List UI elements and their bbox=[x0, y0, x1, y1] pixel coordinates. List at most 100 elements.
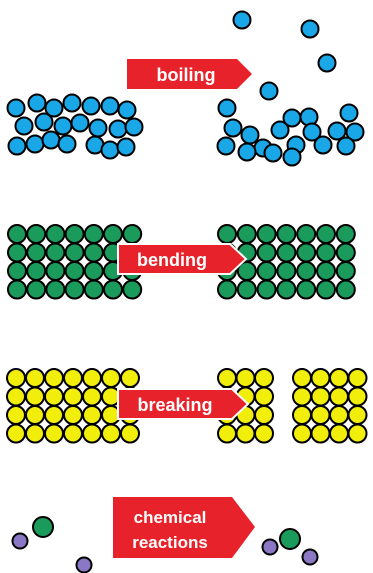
solid-particle bbox=[104, 225, 122, 243]
chemical-reactions-arrow: chemical reactions bbox=[113, 497, 255, 558]
liquid-particle bbox=[55, 118, 72, 135]
broken-piece-particle bbox=[293, 388, 311, 406]
liquid-particle bbox=[36, 114, 53, 131]
solid-particle bbox=[85, 244, 103, 262]
gas-particle bbox=[265, 145, 282, 162]
solid-particle bbox=[27, 262, 45, 280]
solid-particle bbox=[8, 225, 26, 243]
bent-solid-particle bbox=[277, 225, 295, 243]
gas-particle bbox=[261, 83, 278, 100]
solid-particle bbox=[85, 225, 103, 243]
bent-solid-particle bbox=[258, 244, 276, 262]
broken-piece-particle bbox=[330, 425, 348, 443]
bent-solid-particle bbox=[238, 225, 256, 243]
liquid-particle bbox=[59, 136, 76, 153]
bent-solid-particle bbox=[337, 262, 355, 280]
liquid-particle bbox=[102, 142, 119, 159]
liquid-particle bbox=[64, 95, 81, 112]
broken-piece-particle bbox=[349, 369, 367, 387]
liquid-particle bbox=[9, 138, 26, 155]
liquid-particle bbox=[16, 118, 33, 135]
solid-particle bbox=[83, 369, 101, 387]
solid-particle bbox=[83, 425, 101, 443]
broken-piece-particle bbox=[237, 369, 255, 387]
bent-solid-particle bbox=[277, 281, 295, 299]
broken-piece-particle bbox=[255, 425, 273, 443]
reactions-label: reactions bbox=[132, 533, 208, 552]
solid-particle bbox=[45, 406, 63, 424]
solid-particle bbox=[104, 281, 122, 299]
gas-particle bbox=[301, 109, 318, 126]
gas-particle bbox=[329, 123, 346, 140]
solid-particle bbox=[64, 425, 82, 443]
broken-piece-particle bbox=[349, 406, 367, 424]
bent-solid-particle bbox=[297, 262, 315, 280]
bent-solid-particle bbox=[337, 281, 355, 299]
bent-solid-particle bbox=[297, 281, 315, 299]
bent-solid-particle bbox=[337, 225, 355, 243]
broken-piece-particle bbox=[330, 406, 348, 424]
broken-piece-particle bbox=[293, 406, 311, 424]
gas-particle bbox=[219, 100, 236, 117]
solid-particle bbox=[66, 281, 84, 299]
liquid-particle bbox=[8, 100, 25, 117]
solid-particle bbox=[64, 406, 82, 424]
liquid-particle bbox=[27, 136, 44, 153]
broken-piece-particle bbox=[330, 369, 348, 387]
solid-particle bbox=[83, 406, 101, 424]
bent-solid-particle bbox=[277, 262, 295, 280]
purple-particle bbox=[77, 558, 92, 573]
solid-particle bbox=[26, 406, 44, 424]
broken-piece-particle bbox=[255, 406, 273, 424]
bent-solid-particle bbox=[258, 225, 276, 243]
gas-particle bbox=[319, 55, 336, 72]
solid-particle bbox=[123, 281, 141, 299]
bent-solid-particle bbox=[297, 225, 315, 243]
liquid-particle bbox=[119, 102, 136, 119]
solid-particle bbox=[46, 225, 64, 243]
liquid-particle bbox=[90, 120, 107, 137]
liquid-particle bbox=[83, 98, 100, 115]
solid-particle bbox=[46, 281, 64, 299]
broken-piece-particle bbox=[312, 369, 330, 387]
purple-particle bbox=[303, 550, 318, 565]
solid-particle bbox=[45, 425, 63, 443]
gas-particle bbox=[338, 138, 355, 155]
broken-piece-particle bbox=[255, 369, 273, 387]
boiling-arrow: boiling bbox=[127, 59, 252, 89]
liquid-particle bbox=[126, 119, 143, 136]
solid-particle bbox=[26, 425, 44, 443]
solid-particle bbox=[46, 262, 64, 280]
broken-piece-particle bbox=[255, 388, 273, 406]
broken-piece-particle bbox=[237, 425, 255, 443]
solid-particle bbox=[66, 225, 84, 243]
solid-particle bbox=[8, 244, 26, 262]
solid-particle bbox=[66, 262, 84, 280]
bent-solid-particle bbox=[297, 244, 315, 262]
solid-particle bbox=[46, 244, 64, 262]
solid-particle bbox=[102, 369, 120, 387]
liquid-particle bbox=[118, 139, 135, 156]
broken-piece-particle bbox=[218, 369, 236, 387]
solid-particle bbox=[27, 225, 45, 243]
chemical-label: chemical bbox=[134, 508, 207, 527]
solid-particle bbox=[64, 388, 82, 406]
solid-particle bbox=[45, 369, 63, 387]
green-particle bbox=[33, 517, 53, 537]
solid-particle bbox=[102, 425, 120, 443]
gas-particle bbox=[234, 12, 251, 29]
bent-solid-particle bbox=[317, 262, 335, 280]
solid-particle bbox=[7, 369, 25, 387]
bent-solid-particle bbox=[337, 244, 355, 262]
breaking-label: breaking bbox=[137, 395, 212, 415]
green-particle bbox=[280, 529, 300, 549]
gas-particle bbox=[341, 105, 358, 122]
gas-particle bbox=[302, 21, 319, 38]
broken-piece-particle bbox=[312, 406, 330, 424]
bent-solid-particle bbox=[317, 225, 335, 243]
bent-solid-particle bbox=[258, 281, 276, 299]
liquid-particle bbox=[72, 115, 89, 132]
liquid-particle bbox=[43, 132, 60, 149]
breaking-arrow: breaking bbox=[118, 389, 248, 419]
